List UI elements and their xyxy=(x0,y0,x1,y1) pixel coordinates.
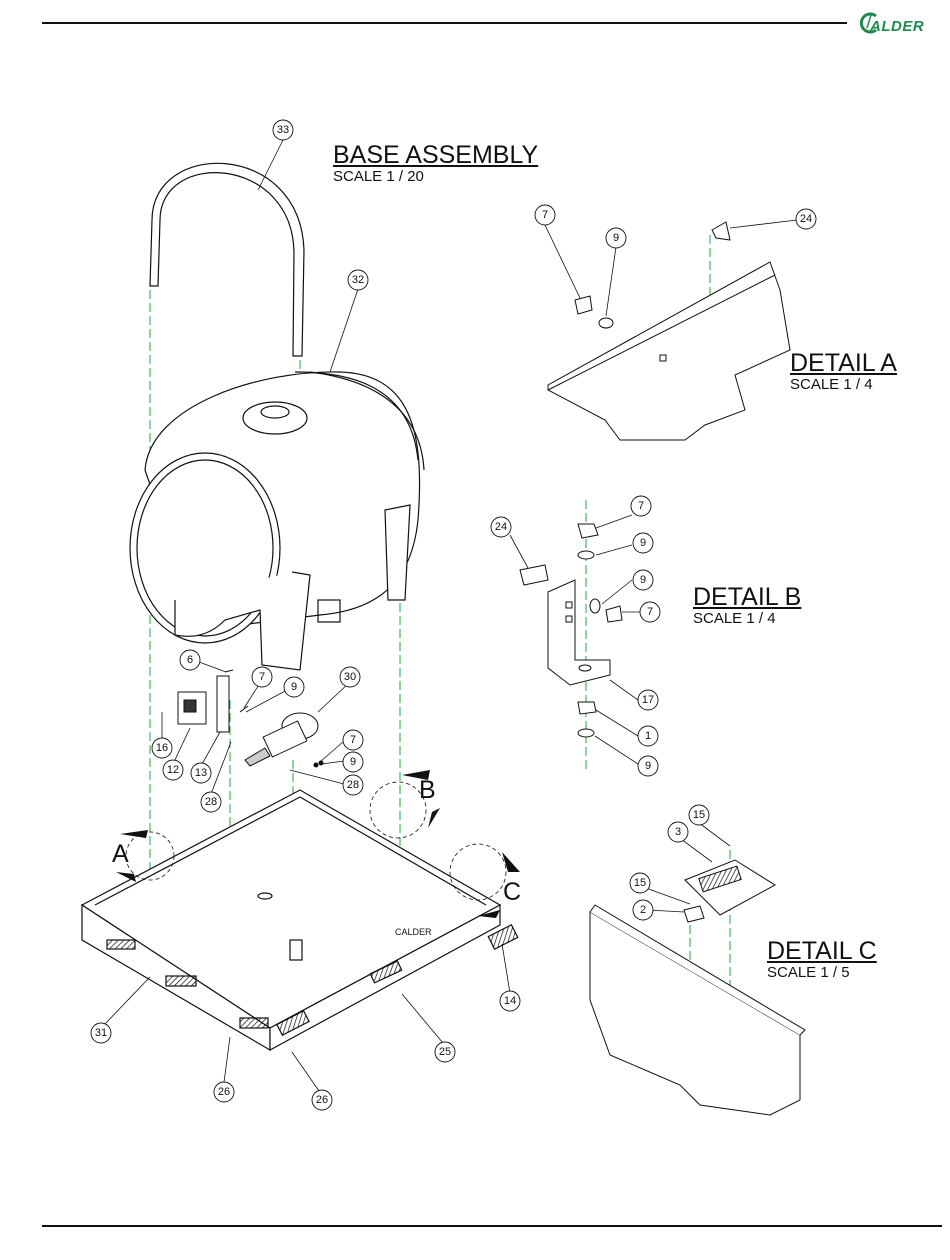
tank xyxy=(130,372,424,670)
detail-b-drawing xyxy=(520,524,622,737)
balloon-m9-label: 9 xyxy=(291,681,297,693)
balloon-m7-label: 7 xyxy=(259,671,265,683)
balloon-a7-label: 7 xyxy=(542,209,548,221)
balloon-p31-label: 31 xyxy=(95,1027,107,1039)
tank-strap xyxy=(150,163,304,356)
balloon-p26a-label: 26 xyxy=(218,1086,230,1098)
balloon-c15a-label: 15 xyxy=(693,809,705,821)
balloon-b9b-label: 9 xyxy=(640,574,646,586)
balloon-33-label: 33 xyxy=(277,124,289,136)
balloon-32-label: 32 xyxy=(352,274,364,286)
balloon-b7b-label: 7 xyxy=(647,606,653,618)
balloon-b17-label: 17 xyxy=(642,694,654,706)
balloon-m30-label: 30 xyxy=(344,671,356,683)
balloon-b24-label: 24 xyxy=(495,521,507,533)
balloon-c2-label: 2 xyxy=(640,904,646,916)
balloon-p25-label: 25 xyxy=(439,1046,451,1058)
detail-a-drawing xyxy=(548,222,790,440)
balloon-m28a-label: 28 xyxy=(205,796,217,808)
balloon-m28b-label: 28 xyxy=(347,779,359,791)
balloon-b9a-label: 9 xyxy=(640,537,646,549)
balloon-b7a-label: 7 xyxy=(638,500,644,512)
balloon-b9c-label: 9 xyxy=(645,760,651,772)
balloon-c3-label: 3 xyxy=(675,826,681,838)
balloon-a9-label: 9 xyxy=(613,232,619,244)
balloon-p26b-label: 26 xyxy=(316,1094,328,1106)
balloon-b1-label: 1 xyxy=(645,730,651,742)
base-pan: CALDER xyxy=(82,790,518,1050)
detail-c-drawing xyxy=(590,860,805,1115)
balloon-c15b-label: 15 xyxy=(634,877,646,889)
balloon-m9b-label: 9 xyxy=(350,756,356,768)
balloon-m12-label: 12 xyxy=(167,764,179,776)
balloon-m16-label: 16 xyxy=(156,742,168,754)
balloon-a24-label: 24 xyxy=(800,213,812,225)
balloon-p14-label: 14 xyxy=(504,995,516,1007)
svg-text:CALDER: CALDER xyxy=(395,927,432,937)
balloon-m7b-label: 7 xyxy=(350,734,356,746)
balloon-m13-label: 13 xyxy=(195,767,207,779)
balloon-m6-label: 6 xyxy=(187,654,193,666)
